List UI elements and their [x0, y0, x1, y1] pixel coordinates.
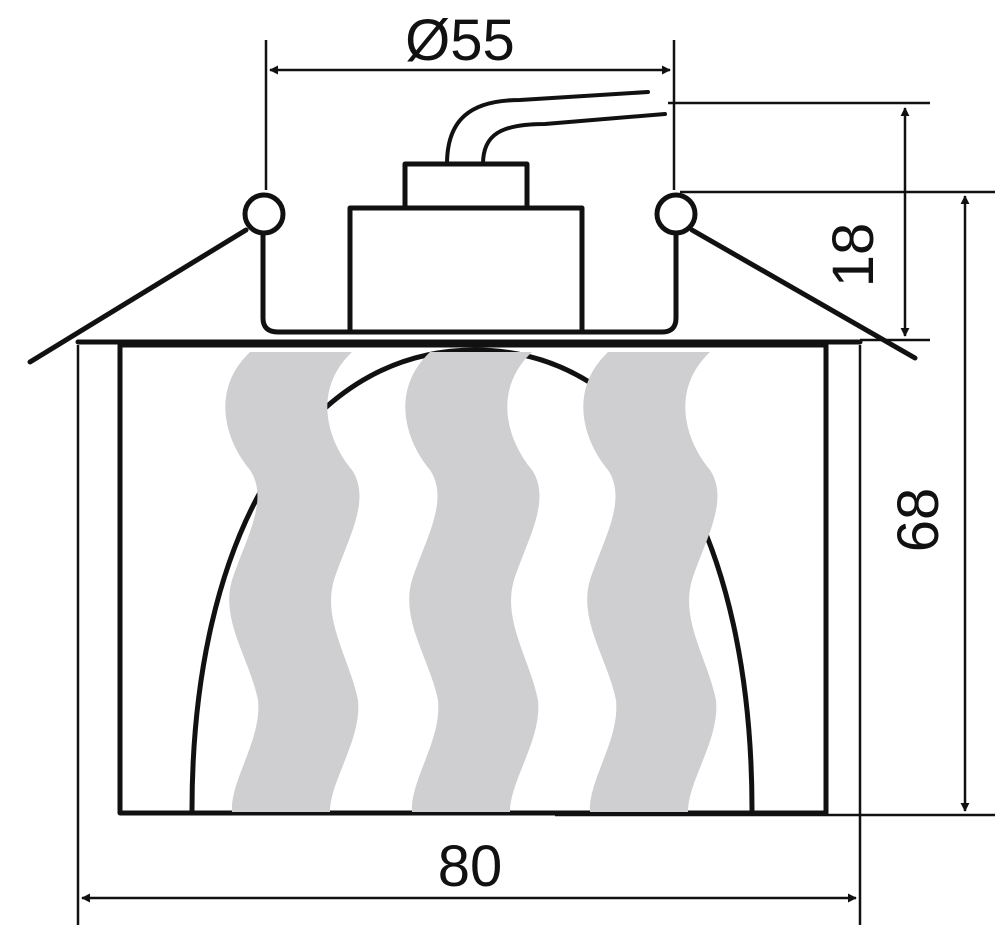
height-small-label: 18 — [821, 223, 886, 288]
diameter-label: Ø55 — [405, 8, 515, 73]
reflector-dome — [189, 347, 755, 813]
housing — [117, 342, 829, 816]
wire-upper — [445, 90, 650, 166]
wave-strip-3 — [583, 352, 718, 812]
spring-clip-left — [27, 227, 249, 365]
height-total-label: 68 — [886, 488, 951, 553]
wave-strip-2 — [405, 352, 540, 812]
wave-strips — [225, 352, 718, 812]
wires — [445, 90, 667, 166]
connector-block — [402, 161, 530, 211]
driver-box — [347, 205, 585, 335]
pivot-left — [242, 192, 286, 236]
mounting-bracket — [260, 232, 679, 335]
pivots — [242, 192, 698, 236]
spring-clip-right — [689, 227, 918, 361]
width-label: 80 — [438, 834, 503, 899]
fixture-outline — [27, 161, 918, 816]
pivot-right — [654, 192, 698, 236]
dimension-lines — [81, 65, 970, 903]
wire-lower — [481, 112, 667, 166]
wave-strip-1 — [225, 352, 360, 812]
